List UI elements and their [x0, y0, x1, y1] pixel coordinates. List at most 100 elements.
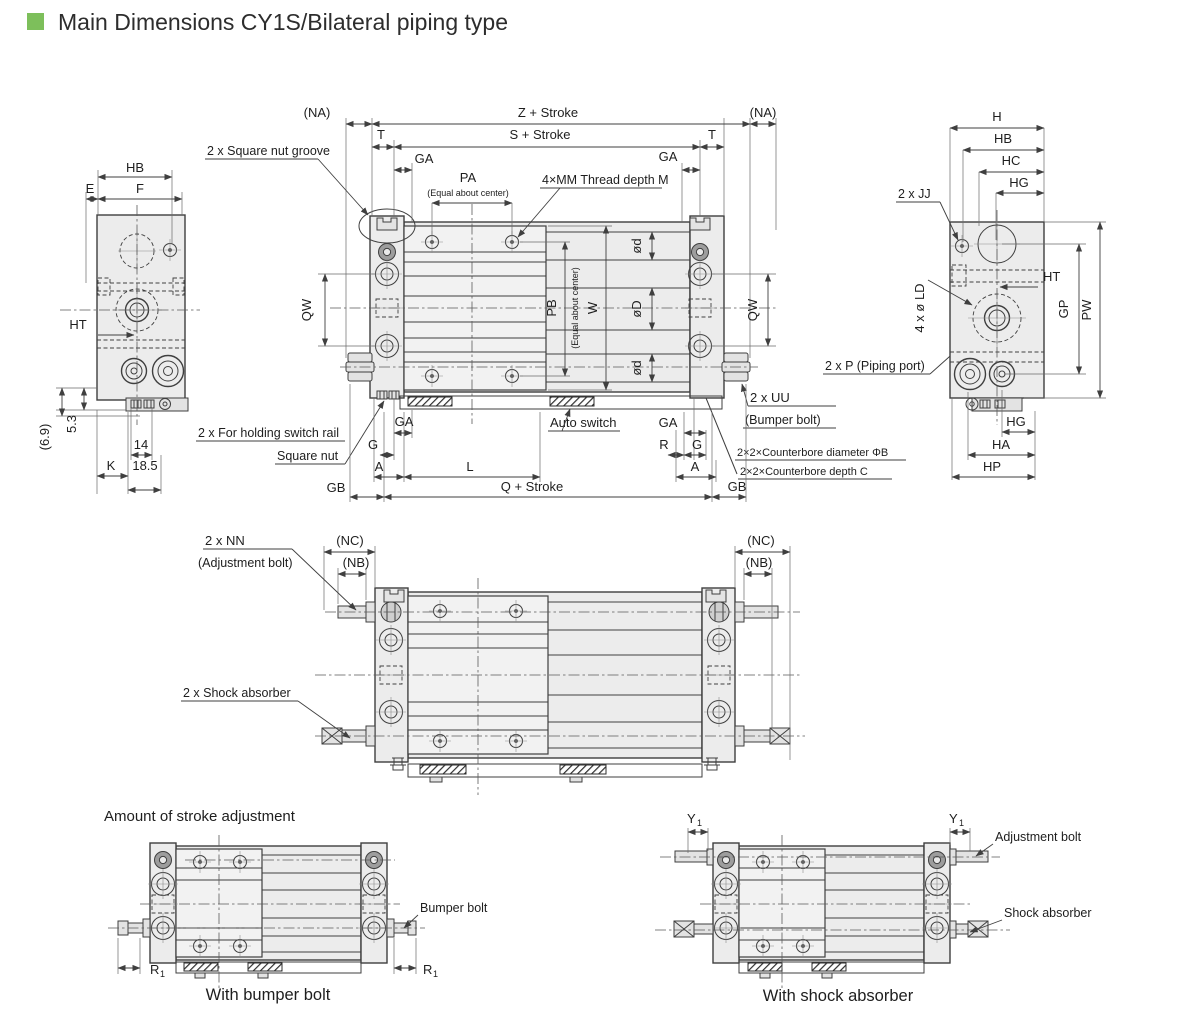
dim-hb: HB	[126, 160, 144, 175]
dim-18-5: 18.5	[132, 458, 157, 473]
label-counterbore-dia: 2×2×Counterbore diameter ΦB	[737, 447, 888, 459]
dim-z-stroke: Z + Stroke	[518, 105, 578, 120]
dim-nc-right: (NC)	[747, 533, 774, 548]
dim-hg-bottom: HG	[1006, 414, 1026, 429]
dim-pb: PB	[544, 299, 559, 316]
square-nut-groove-callout-circle	[358, 208, 416, 244]
label-square-nut: Square nut	[277, 449, 339, 463]
switch-rail	[399, 395, 723, 410]
left-side-view: HB E F HT 5.3 (6.9) 14 K 18.5	[37, 160, 200, 494]
dim-t-right: T	[708, 127, 716, 142]
adjuster-switch-rail	[407, 763, 703, 778]
dim-5-3: 5.3	[64, 415, 79, 433]
page-header: Main Dimensions CY1S/Bilateral piping ty…	[27, 9, 508, 35]
adjuster-view: (NC) (NB) (NC) (NB) 2 x NN (Adjustment b…	[181, 533, 805, 795]
dim-k: K	[107, 458, 116, 473]
dim-pw: PW	[1079, 299, 1094, 321]
dim-ht-right: HT	[1043, 269, 1060, 284]
dim-nb-right: (NB)	[746, 555, 773, 570]
label-shock-absorber-2x: 2 x Shock absorber	[183, 686, 291, 700]
dim-ga-bottom-left: GA	[395, 414, 414, 429]
left-view-body	[96, 214, 186, 401]
dim-pa: PA	[460, 170, 477, 185]
dim-nc-left: (NC)	[336, 533, 363, 548]
dim-qw-left: QW	[299, 298, 314, 321]
label-jj: 2 x JJ	[898, 187, 931, 201]
dim-r1-left-sub: 1	[160, 969, 165, 979]
dim-pa-note: (Equal about center)	[427, 188, 509, 198]
dim-g-right: G	[692, 437, 702, 452]
dim-ga-bottom-right: GA	[659, 415, 678, 430]
dim-y1-left: Y	[687, 811, 696, 826]
dim-na-left: (NA)	[304, 105, 331, 120]
front-view: (NA) Z + Stroke (NA) T S + Stroke T GA G…	[196, 105, 987, 502]
dim-hp: HP	[983, 459, 1001, 474]
label-uu: 2 x UU	[750, 390, 790, 405]
shock-absorber-view: Y 1 Y 1 Adjustment bolt Shock absorber W…	[655, 811, 1092, 1005]
dim-nb-left: (NB)	[343, 555, 370, 570]
dim-14: 14	[134, 437, 148, 452]
label-square-nut-groove: 2 x Square nut groove	[207, 144, 330, 158]
dim-ld: 4 x ø LD	[912, 283, 927, 332]
dim-od-top: ød	[629, 238, 644, 253]
label-shock-absorber: Shock absorber	[1004, 906, 1092, 920]
label-nn: 2 x NN	[205, 533, 245, 548]
dim-gb-right: GB	[728, 479, 747, 494]
dim-pb-note: (Equal about center)	[570, 267, 580, 349]
dim-gp: GP	[1056, 300, 1071, 319]
dim-q-stroke: Q + Stroke	[501, 479, 564, 494]
dim-ht: HT	[69, 317, 86, 332]
label-auto-switch: Auto switch	[550, 415, 616, 430]
right-side-view: H HB HC HG 2 x JJ HT GP PW 4 x ø LD HG H…	[896, 109, 1106, 481]
dim-r1-left: R	[150, 962, 159, 977]
label-piping-port: 2 x P (Piping port)	[825, 359, 925, 373]
dim-od-bottom: ød	[629, 360, 644, 375]
dim-ha: HA	[992, 437, 1010, 452]
dim-6-9: (6.9)	[37, 424, 52, 451]
right-end-cap	[689, 215, 725, 399]
auto-switch-left	[407, 396, 453, 407]
dim-y1-right: Y	[949, 811, 958, 826]
dim-gb-left: GB	[327, 480, 346, 495]
auto-switch-right	[549, 396, 595, 407]
dim-h: H	[992, 109, 1001, 124]
label-mm-thread: 4×MM Thread depth M	[542, 173, 669, 187]
dim-r1-right: R	[423, 962, 432, 977]
label-holding-switch-rail: 2 x For holding switch rail	[198, 426, 339, 440]
dim-l: L	[466, 459, 473, 474]
dim-y1-left-sub: 1	[697, 818, 702, 828]
label-nn-note: (Adjustment bolt)	[198, 556, 292, 570]
dim-ga-top-left: GA	[415, 151, 434, 166]
dim-a-right: A	[691, 459, 700, 474]
dim-hg-top: HG	[1009, 175, 1029, 190]
stroke-adjustment-heading: Amount of stroke adjustment	[104, 808, 296, 825]
dim-w: W	[585, 301, 600, 314]
dim-na-right: (NA)	[750, 105, 777, 120]
dim-e: E	[86, 181, 95, 196]
green-bullet-icon	[27, 13, 44, 30]
dim-r1-right-sub: 1	[433, 969, 438, 979]
dim-r: R	[659, 437, 668, 452]
left-shock-absorber	[673, 920, 695, 938]
dim-f: F	[136, 181, 144, 196]
dim-qw-right: QW	[745, 298, 760, 321]
label-adjustment-bolt: Adjustment bolt	[995, 830, 1082, 844]
label-counterbore-depth: 2×2×Counterbore depth C	[740, 466, 868, 478]
label-uu-note: (Bumper bolt)	[745, 413, 821, 427]
dim-ga-top-right: GA	[659, 149, 678, 164]
label-bumper-bolt: Bumper bolt	[420, 901, 488, 915]
dim-g-left: G	[368, 437, 378, 452]
dim-t-left: T	[377, 127, 385, 142]
bumper-bolt-view: Amount of stroke adjustment	[104, 808, 488, 1004]
caption-with-shock-absorber: With shock absorber	[763, 987, 914, 1005]
caption-with-bumper-bolt: With bumper bolt	[206, 986, 331, 1004]
dim-a-left: A	[375, 459, 384, 474]
right-adjustment-bolt	[955, 850, 989, 863]
dim-hb-right: HB	[994, 131, 1012, 146]
dim-hc: HC	[1002, 153, 1021, 168]
page-title: Main Dimensions CY1S/Bilateral piping ty…	[58, 9, 508, 35]
dim-s-stroke: S + Stroke	[509, 127, 570, 142]
dim-y1-right-sub: 1	[959, 818, 964, 828]
